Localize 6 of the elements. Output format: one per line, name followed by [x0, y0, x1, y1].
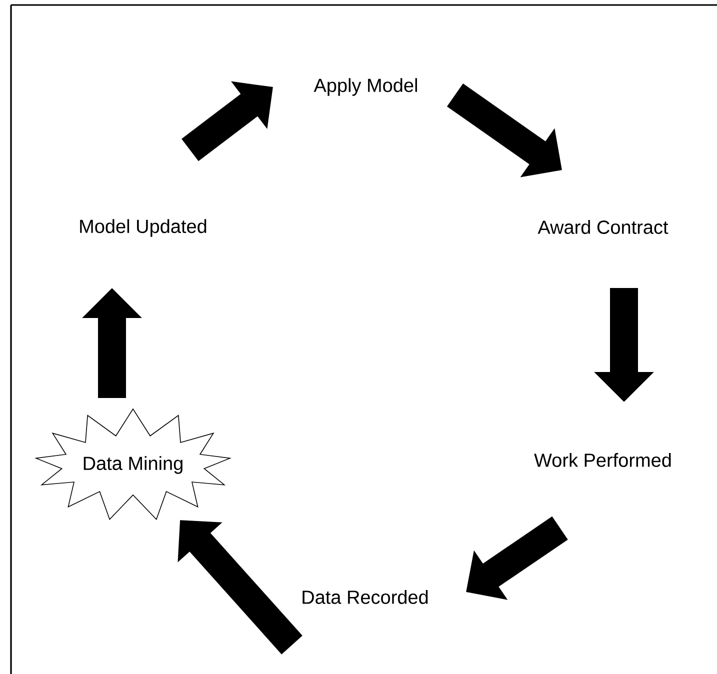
- step-label: Award Contract: [538, 220, 668, 234]
- step-label: Work Performed: [534, 453, 671, 467]
- block-arrow: [178, 520, 302, 654]
- step-label: Data Recorded: [302, 590, 428, 604]
- step-label: Model Updated: [80, 219, 206, 237]
- step-label: Apply Model: [314, 78, 417, 96]
